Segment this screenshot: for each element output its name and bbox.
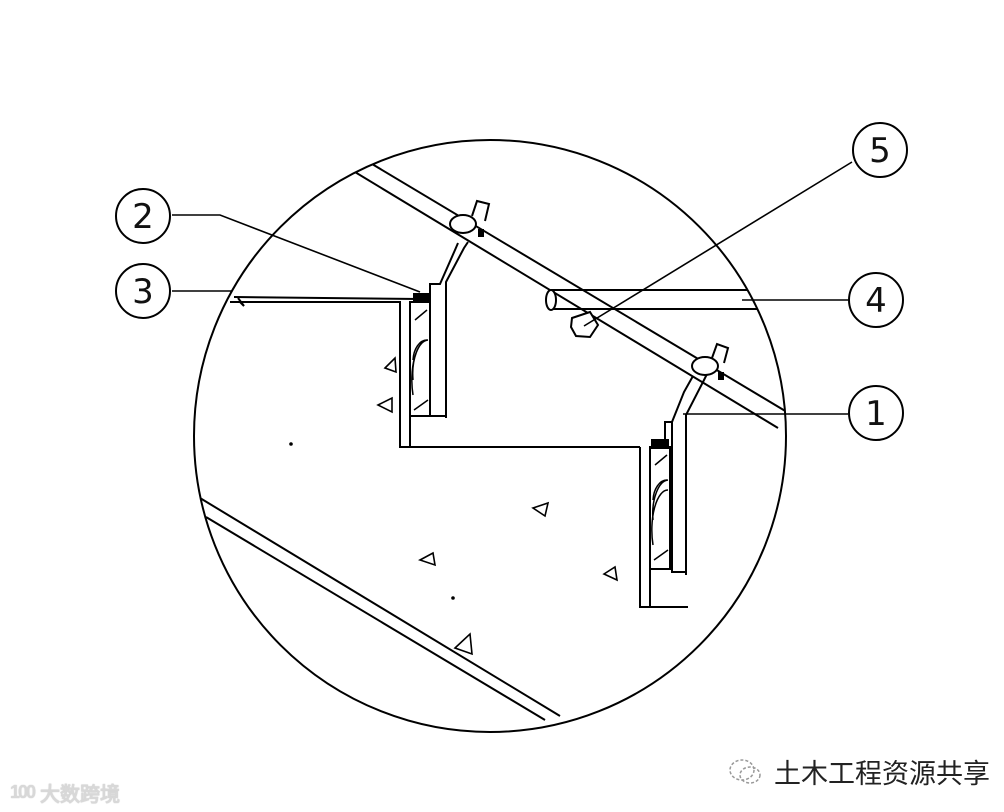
svg-text:4: 4 (865, 281, 887, 321)
leader-5 (583, 161, 853, 327)
stair-soffit (199, 497, 561, 721)
svg-text:1: 1 (865, 394, 887, 434)
lower-timber-block (649, 439, 671, 570)
callout-3: 3 (115, 263, 171, 319)
upper-bracket (429, 199, 491, 418)
detail-circle (193, 139, 787, 733)
leader-2 (172, 214, 421, 293)
svg-text:5: 5 (869, 131, 891, 171)
callout-5: 5 (852, 122, 908, 178)
svg-text:3: 3 (132, 272, 154, 312)
svg-text:2: 2 (132, 197, 154, 237)
watermark-right-text: 土木工程资源共享 (774, 759, 990, 789)
connector-bolt (569, 310, 600, 339)
watermark-right: 土木工程资源共享 (728, 752, 990, 791)
watermark-logo: 100 (10, 782, 36, 802)
callout-1: 1 (848, 385, 904, 441)
lower-step (639, 447, 688, 608)
callout-2: 2 (115, 188, 171, 244)
wechat-icon (729, 758, 761, 784)
watermark-left-text: 大数跨境 (40, 784, 121, 806)
concrete-hatch-marks (289, 356, 619, 656)
callout-4: 4 (848, 272, 904, 328)
lower-bracket (664, 342, 730, 575)
upper-timber-block (409, 293, 431, 417)
watermark-left: 100 大数跨境 (10, 778, 120, 807)
